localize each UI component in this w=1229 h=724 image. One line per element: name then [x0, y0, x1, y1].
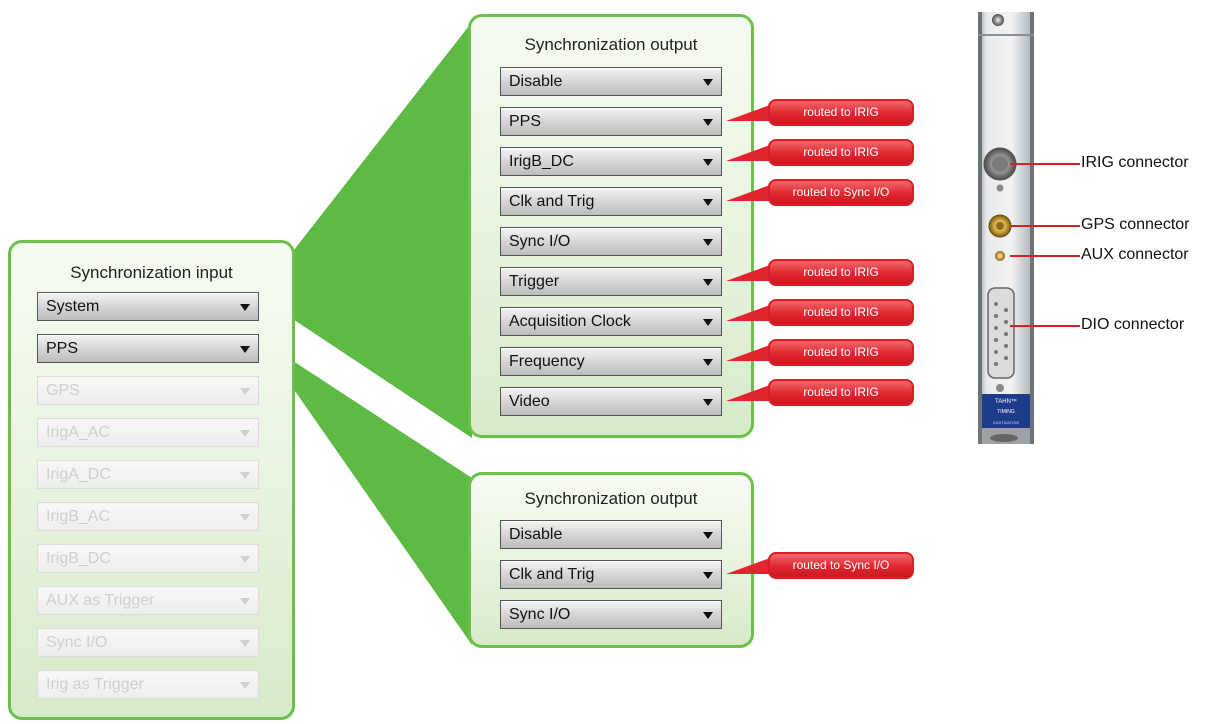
- output-bottom-dropdown-0-label: Disable: [509, 526, 563, 543]
- input-dropdown-1-label: PPS: [46, 340, 79, 357]
- badge-line3: DIGITIZATION: [993, 420, 1019, 425]
- input-dropdown-5-label: IrigB_AC: [46, 508, 111, 525]
- routing-callout: routed to IRIG: [768, 379, 914, 406]
- output-bottom-dropdown-2-label: Sync I/O: [509, 606, 571, 623]
- input-dropdown-4-label: IrigA_DC: [46, 466, 111, 483]
- chevron-down-icon[interactable]: [240, 346, 250, 353]
- input-dropdown-0-label: System: [46, 298, 100, 315]
- gps-connector-label: GPS connector: [1081, 216, 1190, 233]
- output-top-dropdown-3[interactable]: Clk and Trig: [500, 187, 722, 216]
- input-dropdown-6: IrigB_DC: [37, 544, 259, 573]
- badge-line2: TIMING: [997, 409, 1015, 415]
- input-dropdown-8: Sync I/O: [37, 628, 259, 657]
- output-top-dropdown-8-label: Video: [509, 393, 550, 410]
- output-top-dropdown-5-label: Trigger: [509, 273, 560, 290]
- routing-callout: routed to IRIG: [768, 99, 914, 126]
- chevron-down-icon[interactable]: [703, 119, 713, 126]
- input-dropdown-9-label: Irig as Trigger: [46, 676, 144, 693]
- output-top-dropdown-6-label: Acquisition Clock: [509, 313, 631, 330]
- chevron-down-icon: [240, 598, 250, 605]
- input-dropdown-0[interactable]: System: [37, 292, 259, 321]
- chevron-down-icon: [240, 682, 250, 689]
- callout-tail: [726, 345, 770, 361]
- output-bottom-dropdown-1-label: Clk and Trig: [509, 566, 595, 583]
- output-bottom-dropdown-0[interactable]: Disable: [500, 520, 722, 549]
- input-dropdown-1[interactable]: PPS: [37, 334, 259, 363]
- output-bottom-dropdown-2[interactable]: Sync I/O: [500, 600, 722, 629]
- output-top-dropdown-4[interactable]: Sync I/O: [500, 227, 722, 256]
- output-top-dropdown-3-label: Clk and Trig: [509, 193, 595, 210]
- output-top-dropdown-7-label: Frequency: [509, 353, 585, 370]
- input-dropdown-7: AUX as Trigger: [37, 586, 259, 615]
- output-top-dropdown-6[interactable]: Acquisition Clock: [500, 307, 722, 336]
- output-top-dropdown-7[interactable]: Frequency: [500, 347, 722, 376]
- callout-tail: [726, 185, 770, 201]
- input-dropdown-7-label: AUX as Trigger: [46, 592, 155, 609]
- input-dropdown-5: IrigB_AC: [37, 502, 259, 531]
- routing-callout: routed to IRIG: [768, 299, 914, 326]
- chevron-down-icon[interactable]: [703, 399, 713, 406]
- input-dropdown-8-label: Sync I/O: [46, 634, 108, 651]
- output-top-dropdown-4-label: Sync I/O: [509, 233, 571, 250]
- badge-line1: TAHN™: [995, 398, 1017, 405]
- output-bottom-dropdown-1[interactable]: Clk and Trig: [500, 560, 722, 589]
- sync-output-bottom-title: Synchronization output: [524, 489, 698, 508]
- aux-connector-label: AUX connector: [1081, 246, 1189, 263]
- output-top-dropdown-5[interactable]: Trigger: [500, 267, 722, 296]
- input-dropdown-4: IrigA_DC: [37, 460, 259, 489]
- callout-tail: [726, 145, 770, 161]
- output-top-dropdown-0[interactable]: Disable: [500, 67, 722, 96]
- output-top-dropdown-8[interactable]: Video: [500, 387, 722, 416]
- output-top-dropdown-0-label: Disable: [509, 73, 563, 90]
- output-top-dropdown-1[interactable]: PPS: [500, 107, 722, 136]
- dio-connector-label: DIO connector: [1081, 316, 1185, 333]
- callout-tail: [726, 265, 770, 281]
- chevron-down-icon: [240, 430, 250, 437]
- irig-connector-label: IRIG connector: [1081, 154, 1189, 171]
- chevron-down-icon[interactable]: [703, 239, 713, 246]
- callout-tail: [726, 558, 770, 574]
- input-dropdown-2-label: GPS: [46, 382, 80, 399]
- output-top-dropdown-2[interactable]: IrigB_DC: [500, 147, 722, 176]
- routing-callout: routed to Sync I/O: [768, 179, 914, 206]
- callout-tail: [726, 305, 770, 321]
- chevron-down-icon[interactable]: [240, 304, 250, 311]
- routing-callout: routed to IRIG: [768, 259, 914, 286]
- callout-tail: [726, 385, 770, 401]
- chevron-down-icon[interactable]: [703, 79, 713, 86]
- wedge-to-top-output: [258, 22, 472, 438]
- input-dropdown-6-label: IrigB_DC: [46, 550, 111, 567]
- sync-output-top-title: Synchronization output: [524, 35, 698, 54]
- chevron-down-icon[interactable]: [703, 159, 713, 166]
- output-top-dropdown-1-label: PPS: [509, 113, 542, 130]
- chevron-down-icon: [240, 556, 250, 563]
- chevron-down-icon[interactable]: [703, 199, 713, 206]
- chevron-down-icon[interactable]: [703, 319, 713, 326]
- chevron-down-icon[interactable]: [703, 279, 713, 286]
- input-dropdown-3-label: IrigA_AC: [46, 424, 111, 441]
- chevron-down-icon: [240, 514, 250, 521]
- routing-callout: routed to IRIG: [768, 339, 914, 366]
- chevron-down-icon[interactable]: [703, 532, 713, 539]
- chevron-down-icon: [240, 640, 250, 647]
- chevron-down-icon[interactable]: [703, 612, 713, 619]
- timing-module-faceplate: TAHN™ TIMING DIGITIZATION: [978, 12, 1034, 444]
- chevron-down-icon: [240, 472, 250, 479]
- input-dropdown-9: Irig as Trigger: [37, 670, 259, 699]
- output-top-dropdown-2-label: IrigB_DC: [509, 153, 574, 170]
- chevron-down-icon[interactable]: [703, 359, 713, 366]
- callout-tail: [726, 105, 770, 121]
- input-dropdown-2: GPS: [37, 376, 259, 405]
- routing-callout: routed to Sync I/O: [768, 552, 914, 579]
- aux-connector-port: [995, 251, 1005, 261]
- chevron-down-icon[interactable]: [703, 572, 713, 579]
- sync-input-title: Synchronization input: [70, 263, 233, 282]
- input-dropdown-3: IrigA_AC: [37, 418, 259, 447]
- chevron-down-icon: [240, 388, 250, 395]
- wedge-to-bottom-output: [258, 338, 472, 645]
- routing-callout: routed to IRIG: [768, 139, 914, 166]
